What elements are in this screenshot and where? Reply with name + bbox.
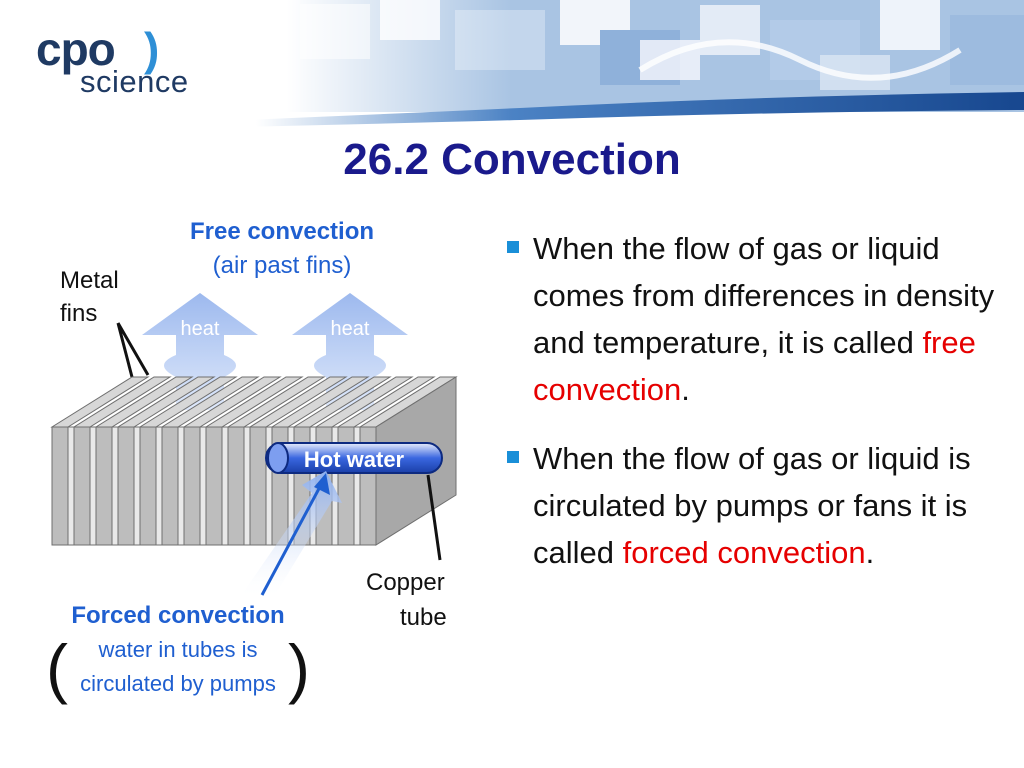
copper-tube-label-line1: Copper [366,569,445,596]
square-bullet-icon [507,241,519,253]
forced-convection-line2: circulated by pumps [80,671,276,696]
bullet-free-end: . [681,372,690,407]
metal-fins-pointer-lines [116,322,150,378]
free-convection-title: Free convection [190,218,374,245]
copper-tube-label-line2: tube [400,604,447,631]
metal-fins-label-line1: Metal [60,267,119,294]
bullet-forced-end: . [865,535,875,570]
heat-label-right: heat [331,318,370,340]
copper-tube-pointer-line [426,474,442,561]
cpo-science-logo: cpo ) science [36,22,216,102]
bullet-free-convection: When the flow of gas or liquid comes fro… [505,225,1005,413]
header-banner: cpo ) science [0,0,1024,130]
logo-science-text: science [80,64,189,99]
bullet-list: When the flow of gas or liquid comes fro… [505,225,1005,598]
hot-water-label: Hot water [304,447,405,472]
convection-diagram: Free convection (air past fins) Metal fi… [0,195,480,715]
bullet-free-highlight: free convection [533,325,976,407]
bullet-free-text: When the flow of gas or liquid comes fro… [533,231,995,360]
forced-paren-open: ( [46,631,68,705]
free-convection-subtitle: (air past fins) [213,252,352,279]
bullet-forced-highlight: forced convection [622,535,866,570]
forced-flow-arrow-icon [238,471,342,600]
bullet-forced-convection: When the flow of gas or liquid is circul… [505,435,1005,576]
logo-cpo-text: cpo [36,23,116,75]
logo-swoosh-icon: ) [144,23,160,75]
forced-paren-close: ) [288,631,310,705]
bullet-forced-text: When the flow of gas or liquid is circul… [533,441,971,570]
metal-fins-label-line2: fins [60,300,97,327]
slide-title: 26.2 Convection [343,135,681,184]
hot-water-tube [265,442,443,474]
metal-fins-stack [50,376,458,546]
banner-collage [0,0,1024,130]
diagram-canvas: Free convection (air past fins) Metal fi… [46,218,458,705]
forced-convection-line1: water in tubes is [98,637,258,662]
heat-arrow-right-icon [292,293,408,410]
forced-convection-title: Forced convection [71,602,284,629]
square-bullet-icon [507,451,519,463]
heat-arrow-left-icon [142,293,258,410]
heat-label-left: heat [181,318,220,340]
